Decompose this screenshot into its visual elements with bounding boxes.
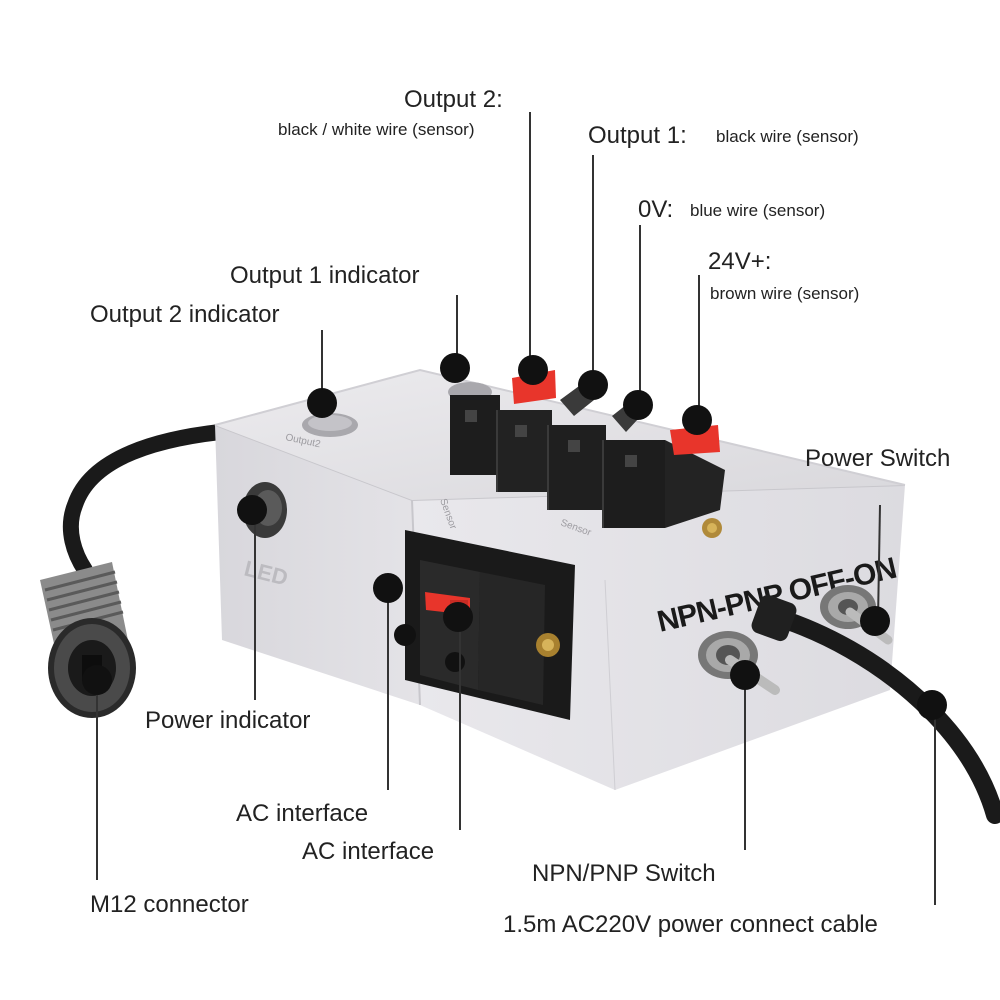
dot-output1: [578, 370, 608, 400]
label-24v-title: 24V+:: [708, 248, 772, 275]
label-output2-title: Output 2:: [404, 86, 503, 113]
dot-ov: [623, 390, 653, 420]
label-power-switch: Power Switch: [805, 445, 951, 472]
label-npn-pnp-switch: NPN/PNP Switch: [532, 860, 716, 887]
dot-ac2: [443, 602, 473, 632]
dot-power-ind: [237, 495, 267, 525]
label-output1-indicator: Output 1 indicator: [230, 262, 420, 289]
m12-connector-body: [40, 562, 136, 718]
dot-npn: [730, 660, 760, 690]
dot-m12: [82, 665, 112, 695]
dot-output2: [518, 355, 548, 385]
label-output2-indicator: Output 2 indicator: [90, 301, 280, 328]
dot-ac1: [373, 573, 403, 603]
v24-lever: [670, 425, 720, 455]
label-power-cable: 1.5m AC220V power connect cable: [503, 911, 878, 938]
dot-cable: [917, 690, 947, 720]
dot-power-switch: [860, 606, 890, 636]
label-m12-connector: M12 connector: [90, 891, 249, 918]
label-power-indicator: Power indicator: [145, 707, 311, 734]
label-output1-title: Output 1:: [588, 122, 687, 149]
label-ov-title: 0V:: [638, 196, 674, 223]
label-ov-sub: blue wire (sensor): [690, 201, 826, 220]
label-ac-interface-1: AC interface: [236, 800, 369, 827]
label-ac-interface-2: AC interface: [302, 838, 435, 865]
dot-output2-ind: [307, 388, 337, 418]
terminal-block: [450, 370, 725, 528]
leader-power-switch: [877, 504, 881, 621]
label-output2-sub: black / white wire (sensor): [278, 120, 475, 139]
m12-cable: [62, 424, 228, 578]
dot-output1-ind: [440, 353, 470, 383]
label-output1-sub: black wire (sensor): [716, 127, 859, 146]
dot-24v: [682, 405, 712, 435]
label-24v-sub: brown wire (sensor): [710, 284, 860, 303]
